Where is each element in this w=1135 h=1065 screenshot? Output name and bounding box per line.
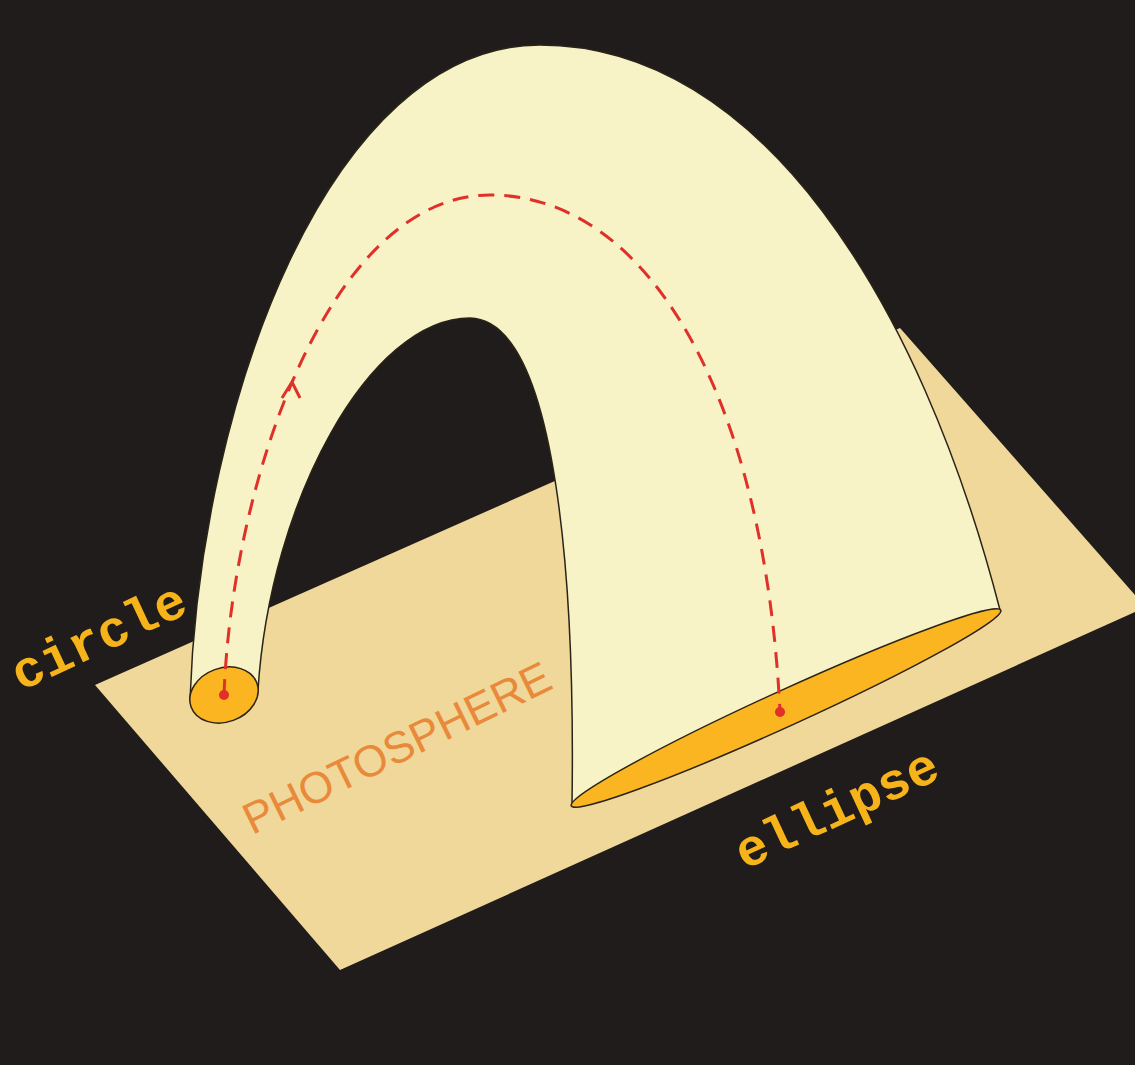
- field-dot: [219, 690, 229, 700]
- field-dot: [775, 707, 785, 717]
- flux-tube: [190, 45, 1000, 805]
- field-line: [224, 195, 780, 712]
- field-arrow: [282, 382, 300, 398]
